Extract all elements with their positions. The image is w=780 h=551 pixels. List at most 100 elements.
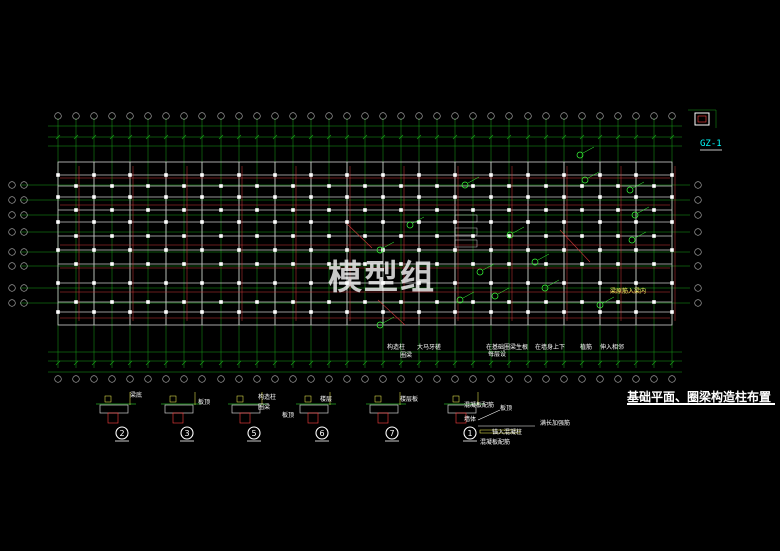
column-dot	[182, 184, 186, 188]
dim-tick	[488, 360, 494, 366]
dim-tick	[398, 134, 404, 140]
gz-marker	[456, 296, 464, 304]
axis-bubble-top	[542, 112, 550, 120]
detail-slab	[299, 404, 329, 414]
dim-tick	[145, 134, 151, 140]
axis-bubble-right	[694, 262, 702, 270]
axis-bubble-top	[487, 112, 495, 120]
dim-tick	[561, 360, 567, 366]
detail3-label: 板顶	[198, 399, 211, 406]
gz-leader	[602, 296, 615, 304]
note-wall: 在墙身上下	[535, 344, 566, 351]
column-dot	[128, 173, 132, 177]
detail-beam	[107, 412, 119, 424]
column-dot	[435, 208, 439, 212]
axis-bubble-top	[325, 112, 333, 120]
column-dot	[74, 300, 78, 304]
axis-bubble-left	[20, 299, 28, 307]
column-dot	[345, 173, 349, 177]
column-dot	[562, 220, 566, 224]
column-dot	[327, 300, 331, 304]
column-dot	[291, 300, 295, 304]
gz-marker	[581, 176, 589, 184]
gz-marker	[376, 246, 384, 254]
dim-tick	[163, 134, 169, 140]
detail-beam	[307, 412, 319, 424]
column-dot	[489, 310, 493, 314]
column-dot	[309, 281, 313, 285]
column-dot	[92, 248, 96, 252]
axis-bubble-top	[451, 112, 459, 120]
column-dot	[74, 208, 78, 212]
column-dot	[634, 173, 638, 177]
column-dot	[273, 310, 277, 314]
column-dot	[345, 281, 349, 285]
column-dot	[110, 300, 114, 304]
detail-beam	[172, 412, 184, 424]
dim-tick	[579, 134, 585, 140]
dim-tick	[525, 134, 531, 140]
dim-tick	[344, 134, 350, 140]
axis-bubble-top	[379, 112, 387, 120]
column-dot	[435, 184, 439, 188]
gz-leader	[462, 291, 475, 299]
axis-bubble-top	[578, 112, 586, 120]
dim-tick	[416, 134, 422, 140]
axis-bubble-bottom	[415, 375, 423, 383]
column-dot	[634, 195, 638, 199]
dim-tick	[452, 134, 458, 140]
axis-bubble-top	[560, 112, 568, 120]
dim-tick	[127, 134, 133, 140]
column-dot	[110, 184, 114, 188]
column-dot	[453, 195, 457, 199]
note-adjacent: 伸入相邻	[600, 344, 625, 351]
axis-bubble-bottom	[271, 375, 279, 383]
gz-leader	[637, 206, 650, 214]
column-dot	[526, 173, 530, 177]
column-dot	[182, 300, 186, 304]
axis-bubble-right	[694, 228, 702, 236]
gz-bar	[697, 115, 707, 123]
dimension-lines	[48, 125, 682, 373]
axis-bubble-left	[20, 196, 28, 204]
column-dot	[616, 184, 620, 188]
axis-bubble-top	[397, 112, 405, 120]
dim-tick	[525, 360, 531, 366]
dim-tick	[73, 360, 79, 366]
axis-bubble-left	[8, 248, 16, 256]
column-dot	[399, 208, 403, 212]
detail-slab	[369, 404, 399, 414]
column-dot	[544, 234, 548, 238]
axis-bubble-bottom	[108, 375, 116, 383]
column-dot	[56, 220, 60, 224]
column-dot	[200, 281, 204, 285]
dim-tick	[434, 134, 440, 140]
column-dot	[634, 220, 638, 224]
gz-leader	[634, 231, 647, 239]
detail-beam	[239, 412, 251, 424]
column-dot	[309, 220, 313, 224]
column-dot	[453, 281, 457, 285]
column-dot	[652, 208, 656, 212]
gz-leader	[632, 181, 645, 189]
dim-tick	[290, 134, 296, 140]
detail-number-circle	[115, 426, 129, 440]
column-dot	[489, 220, 493, 224]
column-dot	[200, 195, 204, 199]
axis-bubble-top	[361, 112, 369, 120]
column-dot	[146, 262, 150, 266]
axis-bubble-top	[90, 112, 98, 120]
column-dot	[526, 220, 530, 224]
column-dot	[381, 281, 385, 285]
column-dot	[634, 248, 638, 252]
dim-tick	[561, 134, 567, 140]
dim-tick	[181, 360, 187, 366]
axis-bubble-bottom	[361, 375, 369, 383]
column-dot	[544, 262, 548, 266]
column-dot	[562, 310, 566, 314]
detail-beam	[377, 412, 389, 424]
axis-bubble-top	[668, 112, 676, 120]
axis-bubble-top	[289, 112, 297, 120]
axis-bubbles	[8, 112, 702, 383]
column-dot	[110, 208, 114, 212]
